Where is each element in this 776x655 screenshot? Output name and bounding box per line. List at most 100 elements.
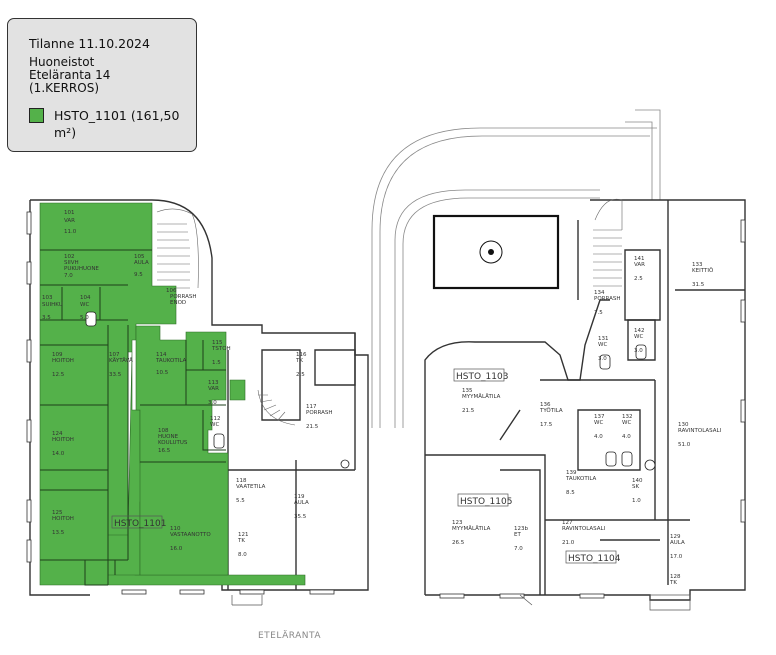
svg-text:RAVINTOLASALI: RAVINTOLASALI bbox=[562, 526, 606, 532]
svg-text:131: 131 bbox=[598, 336, 609, 342]
svg-text:104: 104 bbox=[80, 295, 91, 301]
svg-text:16.0: 16.0 bbox=[170, 546, 183, 552]
svg-text:114: 114 bbox=[156, 352, 167, 358]
svg-text:123b: 123b bbox=[514, 526, 528, 532]
svg-text:VASTAANOTTO: VASTAANOTTO bbox=[170, 532, 211, 538]
svg-text:MYYMÄLÄTILA: MYYMÄLÄTILA bbox=[452, 525, 491, 532]
svg-text:TYÖTILA: TYÖTILA bbox=[539, 407, 563, 414]
facade-windows bbox=[26, 211, 746, 599]
svg-text:127: 127 bbox=[562, 520, 573, 526]
svg-text:130: 130 bbox=[678, 422, 689, 428]
svg-text:51.0: 51.0 bbox=[678, 442, 691, 448]
svg-text:118: 118 bbox=[236, 478, 247, 484]
svg-text:112: 112 bbox=[210, 416, 221, 422]
svg-text:141: 141 bbox=[634, 256, 645, 262]
svg-text:108: 108 bbox=[158, 428, 169, 434]
legend-title: Huoneistot bbox=[29, 55, 95, 69]
svg-text:PORRASH: PORRASH bbox=[170, 294, 196, 300]
svg-text:3.0: 3.0 bbox=[208, 400, 217, 406]
legend-item-label: HSTO_1101 (161,50 m²) bbox=[54, 108, 180, 140]
svg-text:103: 103 bbox=[42, 295, 53, 301]
svg-text:WC: WC bbox=[210, 422, 219, 428]
svg-text:136: 136 bbox=[540, 402, 551, 408]
svg-text:7.0: 7.0 bbox=[514, 546, 523, 552]
legend-address: Eteläranta 14 bbox=[29, 68, 111, 82]
wc-fixtures bbox=[85, 311, 656, 471]
svg-text:WC: WC bbox=[594, 420, 603, 426]
svg-text:1.0: 1.0 bbox=[632, 498, 641, 504]
svg-text:31.5: 31.5 bbox=[692, 282, 705, 288]
courtyard-outline bbox=[371, 109, 661, 428]
svg-text:VAR: VAR bbox=[208, 386, 219, 392]
unit-labels: HSTO_1101 HSTO_1103 HSTO_1105 HSTO_1104 bbox=[111, 368, 621, 564]
svg-text:HUONE: HUONE bbox=[158, 434, 179, 440]
svg-text:26.5: 26.5 bbox=[452, 540, 465, 546]
building-walls-right bbox=[424, 199, 746, 601]
svg-text:PORRASH: PORRASH bbox=[594, 296, 620, 302]
svg-text:TAUKOTILA: TAUKOTILA bbox=[155, 358, 187, 364]
svg-text:13.5: 13.5 bbox=[52, 530, 65, 536]
svg-text:8.0: 8.0 bbox=[238, 552, 247, 558]
svg-text:3.0: 3.0 bbox=[634, 348, 643, 354]
svg-text:MYYMÄLÄTILA: MYYMÄLÄTILA bbox=[462, 393, 501, 400]
svg-text:3.0: 3.0 bbox=[598, 356, 607, 362]
svg-text:8.5: 8.5 bbox=[566, 490, 575, 496]
svg-text:HOITOH: HOITOH bbox=[52, 516, 74, 522]
svg-text:HOITOH: HOITOH bbox=[52, 358, 74, 364]
svg-text:116: 116 bbox=[296, 352, 307, 358]
svg-text:2.5: 2.5 bbox=[296, 372, 305, 378]
unit-1101-walls bbox=[40, 249, 226, 586]
svg-text:4.0: 4.0 bbox=[594, 434, 603, 440]
svg-text:WC: WC bbox=[634, 334, 643, 340]
svg-text:21.5: 21.5 bbox=[462, 408, 475, 414]
svg-text:102: 102 bbox=[64, 254, 75, 260]
svg-text:4.0: 4.0 bbox=[622, 434, 631, 440]
svg-text:RAVINTOLASALI: RAVINTOLASALI bbox=[678, 428, 722, 434]
svg-text:WC: WC bbox=[80, 302, 89, 308]
svg-text:137: 137 bbox=[594, 414, 605, 420]
svg-text:21.5: 21.5 bbox=[306, 424, 319, 430]
svg-text:1.5: 1.5 bbox=[212, 360, 221, 366]
svg-text:129: 129 bbox=[670, 534, 681, 540]
svg-text:106: 106 bbox=[166, 288, 177, 294]
svg-text:SIIVH: SIIVH bbox=[64, 260, 79, 266]
street-name: ETELÄRANTA bbox=[258, 630, 321, 641]
svg-text:TK: TK bbox=[295, 358, 303, 364]
svg-text:117: 117 bbox=[306, 404, 317, 410]
svg-text:5.5: 5.5 bbox=[236, 498, 245, 504]
svg-text:9.5: 9.5 bbox=[134, 272, 143, 278]
svg-text:VAATETILA: VAATETILA bbox=[236, 484, 266, 490]
svg-text:TAUKOTILA: TAUKOTILA bbox=[565, 476, 597, 482]
svg-text:14.0: 14.0 bbox=[52, 451, 65, 457]
svg-text:121: 121 bbox=[238, 532, 249, 538]
svg-text:107: 107 bbox=[109, 352, 120, 358]
svg-text:133: 133 bbox=[692, 262, 703, 268]
svg-text:119: 119 bbox=[294, 494, 305, 500]
svg-text:115: 115 bbox=[212, 340, 223, 346]
svg-text:10.5: 10.5 bbox=[156, 370, 169, 376]
unit-1105-label: HSTO_1105 bbox=[460, 497, 512, 507]
